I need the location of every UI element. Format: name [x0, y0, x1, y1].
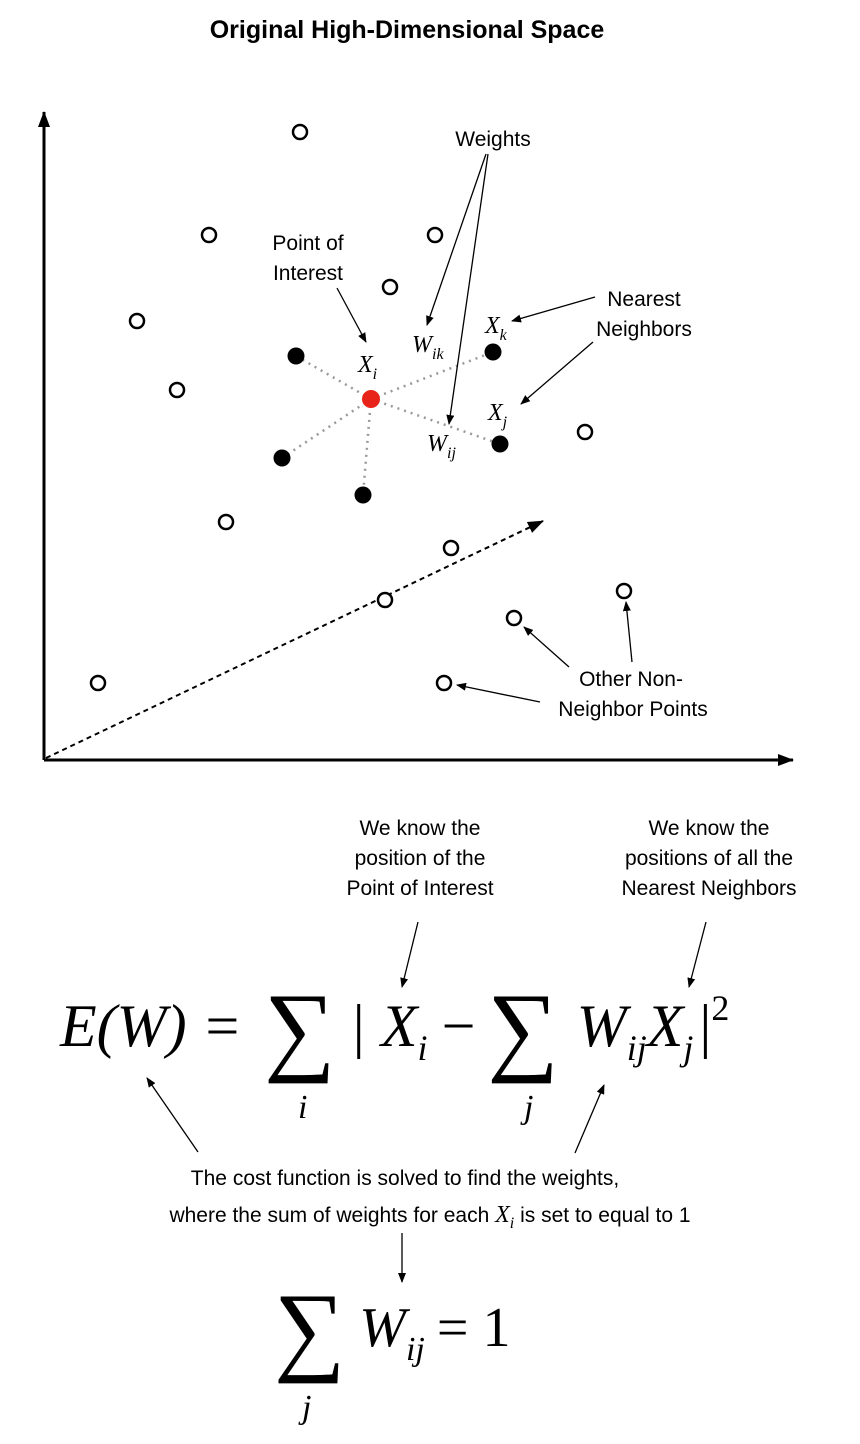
svg-text:position of the: position of the — [355, 847, 486, 870]
point-of-interest — [362, 390, 380, 408]
point-of-interest-label-1: Point of — [272, 232, 343, 255]
dashed-direction-arrow — [45, 520, 544, 759]
point-of-interest-label-2: Interest — [273, 262, 343, 285]
constraint-sum-index: j — [298, 1389, 311, 1426]
non-neighbor-points — [89, 123, 633, 692]
svg-text:We know the: We know the — [359, 817, 480, 840]
nearest-label-2: Neighbors — [596, 318, 692, 341]
diagram-title: Original High-Dimensional Space — [210, 16, 605, 44]
xj-label: Xj — [487, 400, 508, 431]
nearest-label-1: Nearest — [607, 288, 681, 311]
nearest-neighbor-points — [273, 343, 509, 504]
constraint-main-line: ∑Wij= 1 — [274, 1273, 510, 1384]
weights-constraint-equation: ∑Wij= 1 j — [274, 1273, 510, 1426]
xi-label: Xi — [357, 352, 377, 383]
weights-label: Weights — [455, 128, 530, 151]
svg-text:Point of Interest: Point of Interest — [346, 877, 493, 900]
cost-function-equation: E(W) =∑| Xi−∑WijXj|2 i j — [59, 973, 729, 1126]
svg-text:Nearest Neighbors: Nearest Neighbors — [621, 877, 796, 900]
right-note: We know the positions of all the Nearest… — [621, 817, 796, 900]
bottom-note-2: where the sum of weights for each Xi is … — [168, 1202, 690, 1232]
other-label-2: Neighbor Points — [558, 698, 707, 721]
sum-index-j: j — [520, 1089, 533, 1126]
wij-label: Wij — [427, 431, 456, 462]
xk-label: Xk — [484, 313, 508, 344]
neighbor-links — [281, 350, 501, 496]
svg-text:We know the: We know the — [648, 817, 769, 840]
sum-index-i: i — [298, 1089, 307, 1126]
svg-text:positions of all the: positions of all the — [625, 847, 793, 870]
other-label-1: Other Non- — [579, 668, 683, 691]
cost-function-main-line: E(W) =∑| Xi−∑WijXj|2 — [59, 973, 729, 1084]
left-note: We know the position of the Point of Int… — [346, 817, 493, 900]
bottom-note-1: The cost function is solved to find the … — [191, 1167, 619, 1190]
wik-label: Wik — [412, 332, 444, 363]
